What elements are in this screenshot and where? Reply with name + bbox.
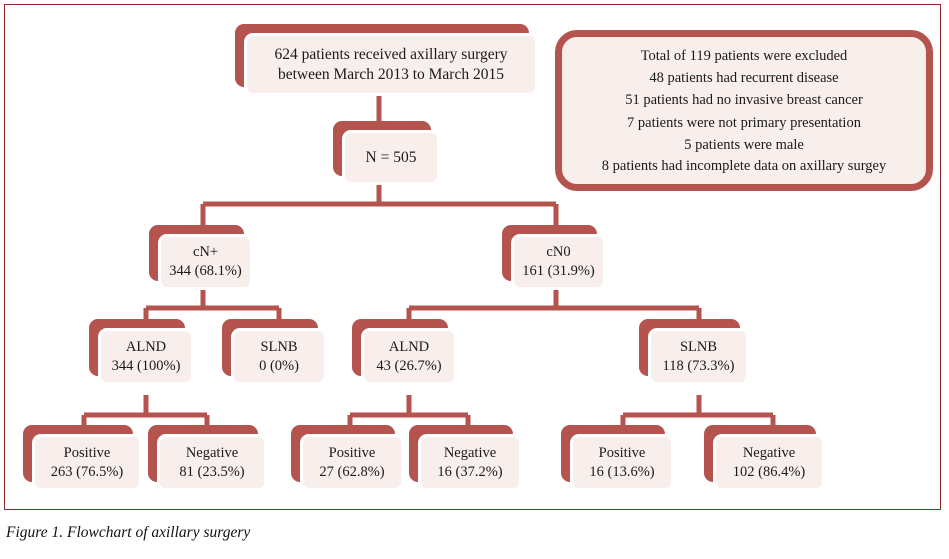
figure-frame: 624 patients received axillary surgery b… (4, 4, 941, 510)
node-face: ALND 43 (26.7%) (361, 328, 457, 385)
node-cn-positive[interactable]: cN+ 344 (68.1%) (149, 225, 253, 290)
node-line: cN+ (192, 244, 219, 261)
node-line: 0 (0%) (259, 357, 299, 374)
node-line: N = 505 (365, 148, 417, 166)
node-face: 624 patients received axillary surgery b… (244, 33, 538, 96)
node-line: 118 (73.3%) (662, 357, 735, 374)
node-included[interactable]: N = 505 (333, 121, 440, 185)
exclusion-line: 8 patients had incomplete data on axilla… (601, 157, 887, 174)
node-cn0-slnb[interactable]: SLNB 118 (73.3%) (639, 319, 749, 385)
node-face: Positive 16 (13.6%) (570, 434, 674, 491)
node-cnp-alnd[interactable]: ALND 344 (100%) (89, 319, 194, 385)
node-line: 263 (76.5%) (50, 463, 124, 480)
node-cnp-alnd-positive[interactable]: Positive 263 (76.5%) (23, 425, 142, 491)
node-line: 344 (100%) (111, 357, 181, 374)
node-line: ALND (125, 338, 167, 355)
node-cohort[interactable]: 624 patients received axillary surgery b… (235, 24, 538, 96)
node-face: SLNB 118 (73.3%) (648, 328, 749, 385)
node-line: 102 (86.4%) (732, 463, 806, 480)
exclusion-line: Total of 119 patients were excluded (640, 47, 848, 64)
exclusion-callout[interactable]: Total of 119 patients were excluded 48 p… (555, 30, 933, 191)
node-line: Negative (185, 444, 239, 461)
node-face: ALND 344 (100%) (98, 328, 194, 385)
node-face: Negative 81 (23.5%) (157, 434, 267, 491)
node-line: ALND (388, 338, 430, 355)
flowchart-canvas: 624 patients received axillary surgery b… (5, 5, 940, 509)
node-line: 624 patients received axillary surgery (274, 45, 508, 63)
node-face: Negative 102 (86.4%) (713, 434, 825, 491)
node-cn0-alnd-positive[interactable]: Positive 27 (62.8%) (291, 425, 404, 491)
node-line: between March 2013 to March 2015 (278, 65, 504, 83)
node-face: cN+ 344 (68.1%) (158, 234, 253, 290)
node-line: Positive (598, 444, 646, 461)
node-line: 16 (13.6%) (589, 463, 655, 480)
exclusion-line: 48 patients had recurrent disease (649, 70, 839, 87)
node-line: cN0 (546, 244, 571, 261)
node-line: 43 (26.7%) (376, 357, 442, 374)
exclusion-line: 51 patients had no invasive breast cance… (625, 92, 863, 109)
node-cnp-alnd-negative[interactable]: Negative 81 (23.5%) (148, 425, 267, 491)
node-line: Negative (443, 444, 497, 461)
node-cnp-slnb[interactable]: SLNB 0 (0%) (222, 319, 327, 385)
node-face: Positive 263 (76.5%) (32, 434, 142, 491)
node-line: 344 (68.1%) (169, 263, 242, 279)
node-line: Positive (328, 444, 376, 461)
node-cn0-slnb-negative[interactable]: Negative 102 (86.4%) (704, 425, 825, 491)
node-line: SLNB (260, 338, 298, 355)
node-face: N = 505 (342, 130, 440, 185)
node-cn0-alnd-negative[interactable]: Negative 16 (37.2%) (409, 425, 522, 491)
node-cn0-slnb-positive[interactable]: Positive 16 (13.6%) (561, 425, 674, 491)
figure-caption: Figure 1. Flowchart of axillary surgery (6, 524, 251, 541)
node-line: 81 (23.5%) (179, 463, 245, 480)
node-line: Negative (742, 444, 796, 461)
node-line: Positive (63, 444, 111, 461)
exclusion-line: 7 patients were not primary presentation (627, 114, 861, 131)
node-face: cN0 161 (31.9%) (511, 234, 606, 290)
node-cn0[interactable]: cN0 161 (31.9%) (502, 225, 606, 290)
node-cn0-alnd[interactable]: ALND 43 (26.7%) (352, 319, 457, 385)
node-face: Positive 27 (62.8%) (300, 434, 404, 491)
exclusion-line: 5 patients were male (684, 137, 804, 154)
node-face: Negative 16 (37.2%) (418, 434, 522, 491)
node-line: 161 (31.9%) (522, 263, 595, 279)
node-line: 27 (62.8%) (319, 463, 385, 480)
node-line: SLNB (679, 338, 718, 355)
node-line: 16 (37.2%) (437, 463, 503, 480)
node-face: SLNB 0 (0%) (231, 328, 327, 385)
